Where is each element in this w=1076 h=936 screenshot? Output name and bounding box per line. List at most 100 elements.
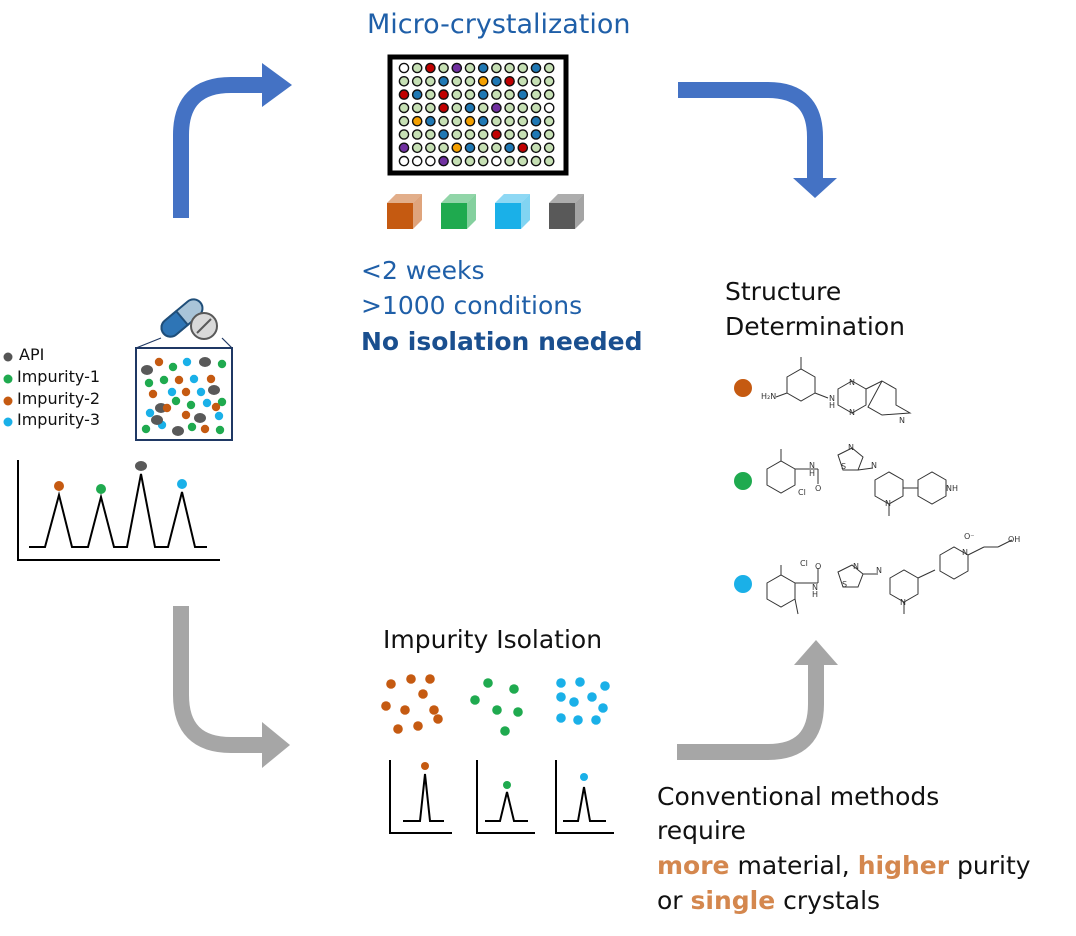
well xyxy=(438,102,449,114)
well xyxy=(517,89,529,100)
gray-arrow-to-structure xyxy=(677,640,838,760)
well xyxy=(491,115,502,127)
particle xyxy=(187,422,197,432)
atom-label: S xyxy=(841,462,847,471)
particle xyxy=(208,385,220,395)
well xyxy=(398,142,410,154)
molecule-3-structure xyxy=(766,539,1013,615)
main-chromatogram xyxy=(17,460,220,561)
well xyxy=(530,115,542,127)
peak-marker-impurity-2 xyxy=(54,481,64,491)
particle xyxy=(217,397,227,407)
particle xyxy=(181,387,191,397)
atom-label: N xyxy=(885,499,891,508)
particle xyxy=(168,362,178,372)
well xyxy=(491,76,502,87)
isolated-chromatograms xyxy=(389,760,614,834)
well xyxy=(477,155,489,167)
well xyxy=(451,102,463,114)
particle xyxy=(215,425,225,435)
well xyxy=(451,129,463,140)
isolated-particle xyxy=(413,721,423,731)
legend-label-impurity-3: Impurity-3 xyxy=(17,410,101,429)
legend-dot xyxy=(3,352,13,362)
well xyxy=(543,76,555,87)
crystal-cube xyxy=(387,194,422,229)
particle xyxy=(151,415,163,425)
particle xyxy=(194,413,206,423)
well xyxy=(411,155,423,167)
legend-dot xyxy=(3,396,13,406)
particle xyxy=(148,389,158,399)
atom-label: Cl xyxy=(800,559,808,568)
isolated-particle xyxy=(429,705,439,715)
well xyxy=(477,115,489,127)
well xyxy=(543,89,555,100)
blue-arrow-to-micro xyxy=(173,63,292,218)
well xyxy=(451,142,463,154)
isolated-particle xyxy=(406,674,416,684)
structure-title-line1: Structure xyxy=(725,277,842,306)
well xyxy=(438,155,449,167)
well xyxy=(425,155,436,167)
particle xyxy=(217,359,227,369)
conventional-line3: more material, higher purity xyxy=(657,851,1031,881)
well xyxy=(438,129,449,140)
isolation-title: Impurity Isolation xyxy=(383,625,603,654)
particle xyxy=(211,402,221,412)
atom-label: N xyxy=(849,408,855,417)
isolated-particle xyxy=(509,684,519,694)
well xyxy=(504,155,515,167)
isolated-particle xyxy=(600,681,610,691)
particle xyxy=(145,408,155,418)
particle xyxy=(171,396,181,406)
peak-marker-impurity-3 xyxy=(177,479,187,489)
structure-marker-impurity-2 xyxy=(734,379,752,397)
well xyxy=(451,62,463,74)
well xyxy=(425,142,436,154)
well xyxy=(543,102,555,114)
atom-label: S xyxy=(842,580,848,589)
isolated-particle xyxy=(569,697,579,707)
crystal-cube xyxy=(441,194,476,229)
micro-conditions-text: >1000 conditions xyxy=(361,291,583,320)
well xyxy=(451,155,463,167)
legend-label-impurity-1: Impurity-1 xyxy=(17,367,101,386)
well xyxy=(504,115,515,127)
well xyxy=(504,102,515,114)
text-crystals: crystals xyxy=(775,886,881,915)
well xyxy=(451,76,463,87)
legend-markers xyxy=(3,352,13,427)
isolated-particle xyxy=(381,701,391,711)
mixture-particles xyxy=(141,357,227,436)
well xyxy=(477,62,489,74)
isolated-particle xyxy=(425,674,435,684)
well xyxy=(530,76,542,87)
isolated-particle xyxy=(433,714,443,724)
particle xyxy=(159,375,169,385)
particle xyxy=(202,398,212,408)
atom-label: OH xyxy=(1008,535,1021,544)
atom-label: N xyxy=(829,394,835,403)
well xyxy=(464,129,476,140)
well xyxy=(530,129,542,140)
isolated-particle xyxy=(393,724,403,734)
well xyxy=(530,62,542,74)
micro-title: Micro-crystalization xyxy=(367,9,631,40)
blue-arrow-to-structure xyxy=(678,82,837,198)
atom-label: N xyxy=(853,562,859,571)
atom-label: O xyxy=(815,484,822,493)
well xyxy=(411,76,423,87)
atom-label: N xyxy=(812,583,818,592)
well xyxy=(398,129,410,140)
well xyxy=(438,115,449,127)
crystal-cubes xyxy=(387,194,584,229)
well xyxy=(530,142,542,154)
well xyxy=(438,62,449,74)
atom-label: O xyxy=(815,562,822,571)
particle xyxy=(162,403,172,413)
well xyxy=(425,115,436,127)
well xyxy=(411,102,423,114)
isolated-particle xyxy=(556,692,566,702)
